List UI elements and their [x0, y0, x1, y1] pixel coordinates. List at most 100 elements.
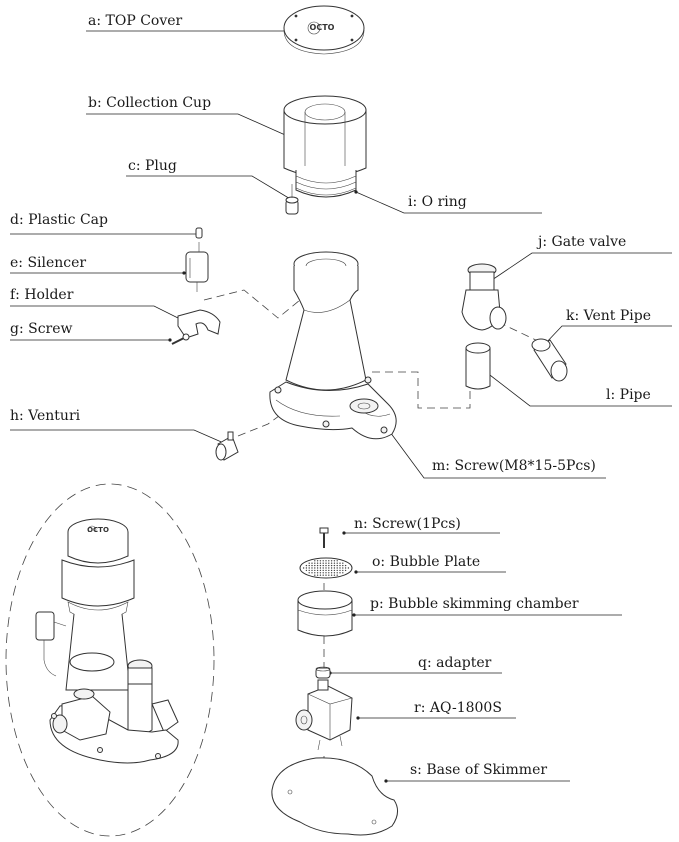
screw-g-part	[171, 333, 190, 345]
bubble-hole	[322, 574, 324, 576]
bubble-hole	[311, 564, 313, 567]
label-pipe: l: Pipe	[606, 387, 651, 403]
bubble-hole	[333, 567, 336, 569]
bubble-hole	[322, 560, 324, 562]
bubble-hole	[328, 562, 330, 564]
bubble-hole	[316, 567, 319, 569]
bubble-hole	[319, 569, 322, 572]
bubble-hole	[339, 562, 341, 564]
bubble-hole	[311, 567, 313, 569]
label-pump: r: AQ-1800S	[414, 700, 502, 716]
bubble-hole	[339, 572, 341, 574]
venturi-part	[215, 431, 239, 461]
assembled-logo-text: OCTO	[87, 526, 109, 534]
assembled-view: OCTO	[5, 483, 215, 837]
bubble-hole	[314, 564, 316, 567]
top-cover-part: OCTO	[283, 5, 365, 55]
bubble-hole	[302, 567, 305, 569]
bubble-hole	[336, 562, 338, 564]
bubble-hole	[330, 567, 333, 569]
label-vent-pipe: k: Vent Pipe	[566, 308, 651, 324]
bubble-hole	[344, 567, 347, 569]
bubble-hole	[333, 562, 336, 564]
bubble-hole	[305, 567, 308, 569]
bubble-hole	[328, 567, 330, 569]
bubble-hole	[328, 560, 330, 562]
bubble-hole	[308, 569, 310, 572]
label-screw-n: n: Screw(1Pcs)	[354, 516, 461, 532]
label-screw-m: m: Screw(M8*15-5Pcs)	[432, 458, 596, 474]
bubble-hole	[342, 564, 344, 567]
label-gate-valve: j: Gate valve	[536, 234, 626, 250]
bubble-hole	[325, 574, 327, 576]
label-top-cover: a: TOP Cover	[88, 13, 183, 29]
label-bubble-plate: o: Bubble Plate	[372, 554, 480, 570]
adapter-part	[315, 666, 331, 679]
bubble-hole	[328, 574, 330, 576]
bubble-hole	[311, 562, 313, 564]
bubble-hole	[339, 569, 341, 572]
bubble-hole	[336, 560, 338, 562]
bubble-hole	[305, 569, 308, 572]
bubble-hole	[319, 574, 322, 576]
label-holder: f: Holder	[10, 287, 74, 303]
bubble-hole	[333, 572, 336, 574]
bubble-hole	[314, 567, 316, 569]
bubble-hole	[336, 574, 338, 576]
pipe-part	[465, 342, 491, 390]
bubble-hole	[308, 564, 310, 567]
bubble-hole	[328, 572, 330, 574]
bubble-chamber-part	[297, 590, 353, 637]
bubble-hole	[325, 562, 327, 564]
bubble-hole	[308, 567, 310, 569]
bubble-hole	[325, 572, 327, 574]
label-plug: c: Plug	[128, 158, 177, 174]
label-base: s: Base of Skimmer	[410, 762, 547, 778]
plug-part	[285, 184, 299, 215]
label-bubble-chamber: p: Bubble skimming chamber	[370, 596, 579, 612]
base-part	[271, 757, 398, 836]
bubble-plate-holes	[302, 560, 350, 576]
label-plastic-cap: d: Plastic Cap	[10, 212, 108, 228]
bubble-hole	[330, 560, 333, 562]
bubble-hole	[342, 569, 344, 572]
bubble-hole	[336, 564, 338, 567]
bubble-hole	[325, 564, 327, 567]
pump-part	[295, 679, 353, 751]
logo-text: OCTO	[310, 23, 335, 32]
holder-part	[177, 309, 221, 339]
bubble-hole	[333, 569, 336, 572]
plastic-cap-part	[195, 227, 203, 239]
bubble-hole	[330, 569, 333, 572]
bubble-hole	[319, 560, 322, 562]
bubble-hole	[333, 574, 336, 576]
bubble-hole	[316, 562, 319, 564]
bubble-hole	[322, 572, 324, 574]
bubble-hole	[328, 564, 330, 567]
bubble-hole	[330, 572, 333, 574]
bubble-hole	[347, 567, 350, 569]
bubble-plate-part	[299, 557, 353, 579]
main-body-part	[269, 251, 397, 440]
bubble-hole	[316, 574, 319, 576]
bubble-hole	[314, 562, 316, 564]
collection-cup-part	[283, 95, 367, 198]
bubble-hole	[322, 562, 324, 564]
bubble-hole	[322, 569, 324, 572]
leader-lines	[10, 29, 672, 783]
silencer-part	[185, 242, 209, 292]
bubble-hole	[344, 569, 347, 572]
bubble-hole	[319, 564, 322, 567]
bubble-hole	[342, 567, 344, 569]
bubble-hole	[333, 564, 336, 567]
label-silencer: e: Silencer	[10, 255, 86, 271]
bubble-hole	[316, 560, 319, 562]
bubble-hole	[311, 569, 313, 572]
bubble-hole	[314, 560, 316, 562]
bubble-hole	[339, 567, 341, 569]
label-venturi: h: Venturi	[10, 408, 81, 424]
bubble-hole	[316, 569, 319, 572]
label-collection-cup: b: Collection Cup	[88, 95, 211, 111]
label-adapter: q: adapter	[418, 655, 492, 671]
